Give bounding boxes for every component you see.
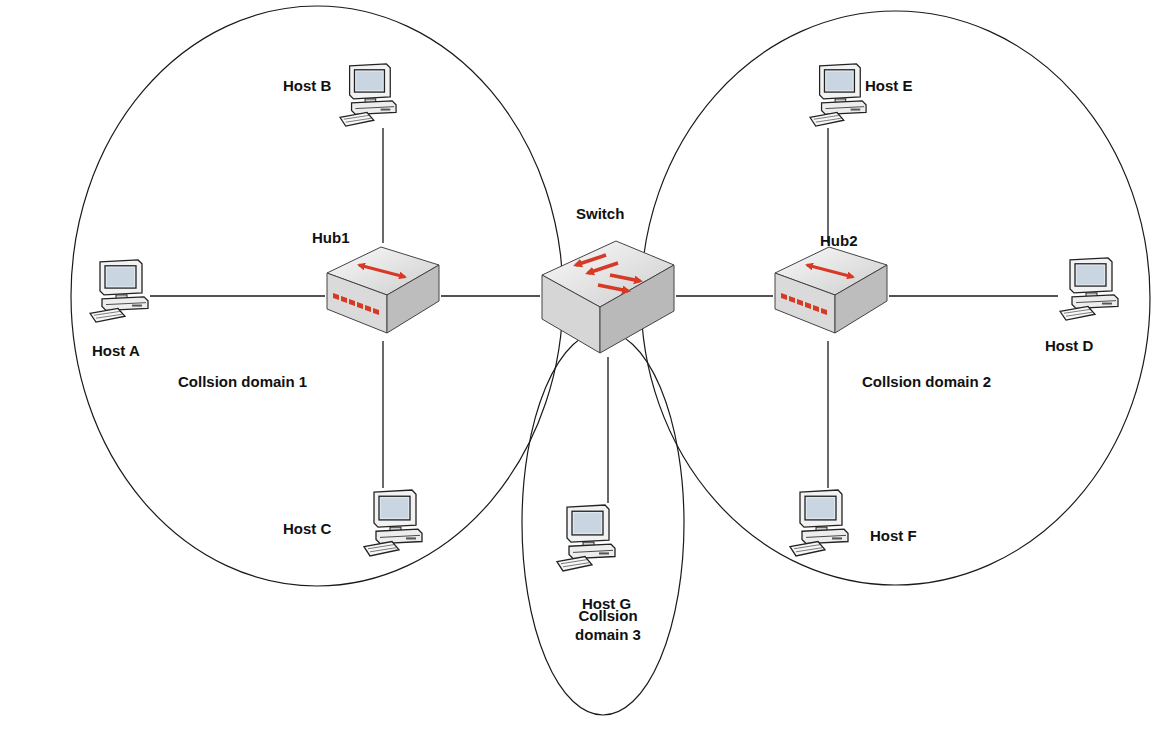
domain-label: Collsion domain 1 xyxy=(178,372,307,391)
host-computer: Host A xyxy=(88,258,150,324)
host-label: Host E xyxy=(865,76,913,95)
computer-icon xyxy=(808,62,868,128)
host-label: Host B xyxy=(283,76,331,95)
host-label: Host F xyxy=(870,526,917,545)
network-link xyxy=(382,341,383,488)
switch-device: Switch xyxy=(540,237,676,357)
device-label: Switch xyxy=(576,204,624,223)
hub-device: Hub2 xyxy=(773,243,889,341)
hub-icon xyxy=(325,243,441,341)
computer-icon xyxy=(338,62,398,128)
host-computer: Host D xyxy=(1058,256,1120,322)
network-link xyxy=(827,128,828,243)
host-label: Host D xyxy=(1045,336,1093,355)
network-link xyxy=(441,295,540,296)
collision-domain: Collsion domain 2Host EHub2Host DHost F xyxy=(640,10,1151,586)
network-link xyxy=(607,357,608,503)
host-computer: Host G xyxy=(555,503,617,573)
host-computer: Host C xyxy=(362,488,424,558)
host-label: Host C xyxy=(283,519,331,538)
switch-icon xyxy=(540,237,676,357)
collision-domain: Collsion domain 3Host G xyxy=(521,330,685,716)
host-label: Host G xyxy=(582,594,631,613)
hub-device: Hub1 xyxy=(325,243,441,341)
domain-label: Collsion domain 2 xyxy=(862,372,991,391)
host-computer: Host F xyxy=(788,488,850,558)
network-link xyxy=(150,295,325,296)
computer-icon xyxy=(1058,256,1120,322)
device-label: Hub1 xyxy=(312,228,350,247)
network-link xyxy=(676,295,773,296)
computer-icon xyxy=(788,488,850,558)
device-label: Hub2 xyxy=(820,231,858,250)
host-computer: Host E xyxy=(808,62,868,128)
computer-icon xyxy=(362,488,424,558)
network-link xyxy=(382,128,383,243)
network-link xyxy=(889,295,1058,296)
collision-domain: Collsion domain 1Host BHub1Host AHost C xyxy=(70,5,564,587)
computer-icon xyxy=(88,258,150,324)
host-label: Host A xyxy=(92,341,140,360)
hub-icon xyxy=(773,243,889,341)
network-link xyxy=(827,341,828,488)
computer-icon xyxy=(555,503,617,573)
host-computer: Host B xyxy=(338,62,398,128)
